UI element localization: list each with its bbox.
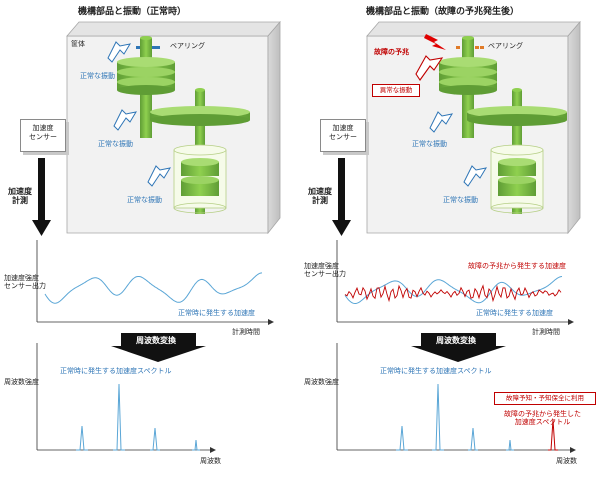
failure-sign-label: 故障の予兆 <box>374 48 409 56</box>
spectrum-peak-2 <box>113 383 125 451</box>
bearing-label: ベアリング <box>170 42 205 50</box>
sensor-label-line2: センサー <box>29 132 57 141</box>
measure-label-line1: 加速度 <box>8 187 32 196</box>
failure-diagram-graphics <box>332 20 581 453</box>
sensor-label-line2: センサー <box>329 132 357 141</box>
vibration-label-1: 正常な振動 <box>412 140 447 148</box>
spectrum-peak-1 <box>396 425 408 451</box>
spectrum-y-label: 周波数強度 <box>304 378 339 386</box>
normal-diagram-graphics <box>32 20 281 453</box>
measure-label: 加速度 計測 <box>8 187 32 205</box>
normal-signal-label: 正常時に発生する加速度 <box>476 309 553 317</box>
freq-axis-label: 周波数 <box>556 457 577 465</box>
spectrum-label: 正常時に発生する加速度スペクトル <box>380 367 492 375</box>
fft-arrow <box>111 333 206 362</box>
gear-assembly-upper <box>117 36 175 138</box>
sensor-label-line1: 加速度 <box>32 124 54 132</box>
time-axis-label: 計測時間 <box>532 328 560 336</box>
spectrum-peak-4 <box>192 439 200 451</box>
measure-arrow <box>32 158 51 236</box>
panel-failure: 機構部品と振動（故障の予兆発生後） <box>300 0 600 487</box>
abnormal-vibration-label: 異常な振動 <box>372 84 420 97</box>
measure-label-line2: 計測 <box>12 196 28 206</box>
vibration-arrow-2 <box>463 165 488 187</box>
housing-label: 筐体 <box>71 40 85 48</box>
measure-label-line1: 加速度 <box>308 187 332 196</box>
measure-label: 加速度 計測 <box>308 187 332 205</box>
vibration-label-1: 正常な振動 <box>80 72 115 80</box>
panel-title-failure: 機構部品と振動（故障の予兆発生後） <box>366 7 520 17</box>
predictive-maintenance-box: 故障予知・予知保全に利用 <box>494 392 596 405</box>
accelerometer-sensor: 加速度 センサー <box>320 119 366 152</box>
failure-signal-label: 故障の予兆から発生する加速度 <box>468 262 566 270</box>
gear-assembly-lower <box>173 128 227 214</box>
vibration-arrow-2 <box>113 109 138 131</box>
failure-spectrum-peak <box>548 419 558 451</box>
normal-signal-label: 正常時に発生する加速度 <box>178 309 255 317</box>
spectrum-peak-1 <box>76 425 88 451</box>
signal-axes <box>36 240 274 325</box>
measure-arrow <box>332 158 351 236</box>
spectrum-peak-3 <box>468 427 478 451</box>
signal-y-label-line1: 加速度強度 <box>4 274 39 282</box>
signal-axes <box>336 240 574 325</box>
abnormal-vibration-arrow <box>415 55 444 81</box>
fft-button-label: 周波数変換 <box>436 336 476 345</box>
spectrum-peak-3 <box>150 427 160 451</box>
accelerometer-sensor: 加速度 センサー <box>20 119 66 152</box>
normal-signal-wave <box>44 272 263 304</box>
spectrum-peak-2 <box>432 383 444 451</box>
housing-box <box>66 20 281 235</box>
gear-assembly-middle <box>467 88 567 140</box>
failure-spectrum-label-line1: 故障の予兆から発生した <box>504 410 581 418</box>
time-axis-label: 計測時間 <box>232 328 260 336</box>
signal-y-label: 加速度強度 センサー出力 <box>304 262 346 278</box>
spectrum-axes <box>336 343 576 453</box>
vibration-arrow-1 <box>107 41 132 63</box>
signal-y-label-line2: センサー出力 <box>304 270 346 279</box>
failure-signal-wave <box>344 284 562 303</box>
signal-y-label-line2: センサー出力 <box>4 282 46 291</box>
signal-y-label: 加速度強度 センサー出力 <box>4 274 46 290</box>
lightning-icon <box>424 34 446 50</box>
fft-arrow <box>411 333 506 362</box>
spectrum-y-label: 周波数強度 <box>4 378 39 386</box>
failure-spectrum-label: 故障の予兆から発生した 加速度スペクトル <box>504 410 581 426</box>
vibration-arrow-1 <box>429 111 454 133</box>
vibration-arrow-3 <box>147 165 172 187</box>
vibration-label-2: 正常な振動 <box>443 196 478 204</box>
spectrum-peak-4 <box>506 439 514 451</box>
measure-label-line2: 計測 <box>312 196 328 206</box>
panel-normal: 機構部品と振動（正常時） <box>4 7 281 465</box>
normal-signal-wave <box>344 276 563 304</box>
sensor-label-line1: 加速度 <box>332 124 354 132</box>
bearing-label: ベアリング <box>488 42 523 50</box>
freq-axis-label: 周波数 <box>200 457 221 465</box>
spectrum-label: 正常時に発生する加速度スペクトル <box>60 367 172 375</box>
gear-assembly-lower <box>490 128 544 214</box>
vibration-label-3: 正常な振動 <box>127 196 162 204</box>
panel-title-normal: 機構部品と振動（正常時） <box>78 7 187 17</box>
vibration-label-2: 正常な振動 <box>98 140 133 148</box>
failure-spectrum-label-line2: 加速度スペクトル <box>514 418 571 427</box>
fft-button-label: 周波数変換 <box>136 336 176 345</box>
gear-assembly-middle <box>150 88 250 140</box>
spectrum-axes <box>36 343 216 453</box>
signal-y-label-line1: 加速度強度 <box>304 262 339 270</box>
